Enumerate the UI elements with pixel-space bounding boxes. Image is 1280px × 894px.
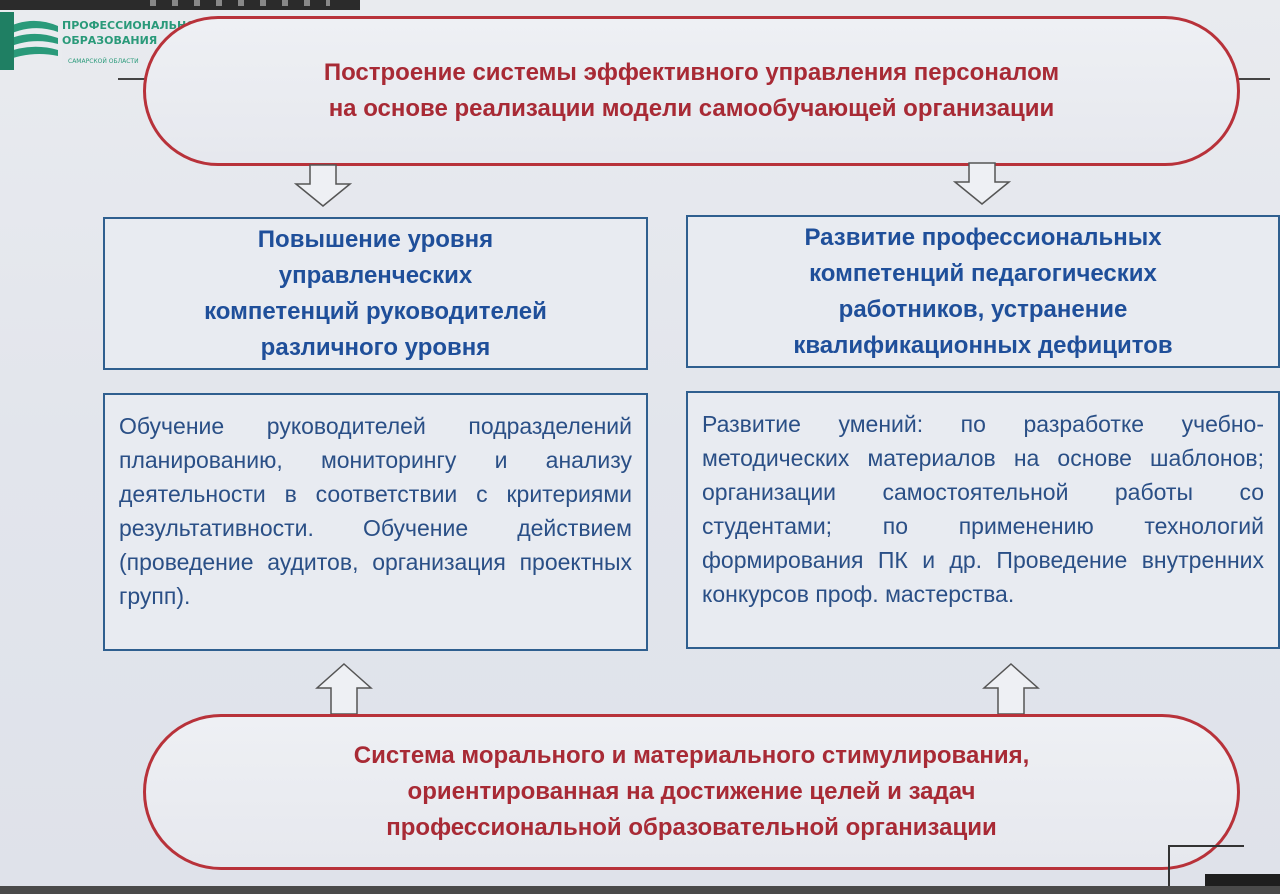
top-goal-text: Построение системы эффективного управлен… [323, 59, 1060, 122]
bottom-basis-text: Система морального и материального стиму… [353, 742, 1030, 841]
top-right-rule [1238, 78, 1270, 80]
right-title-box: Развитие профессиональных компетенций пе… [686, 215, 1280, 368]
top-goal-pill: Построение системы эффективного управлен… [143, 16, 1240, 166]
left-title-text: Повышение уровня управленческих компетен… [204, 225, 547, 361]
bottom-basis-pill: Система морального и материального стиму… [143, 714, 1240, 870]
logo-line2: ОБРАЗОВАНИЯ [62, 34, 158, 47]
logo-text: ПРОФЕССИОНАЛЬНОЕ ОБРАЗОВАНИЯ [62, 18, 203, 48]
bottom-dark-strip [0, 886, 1280, 894]
logo-subtitle: САМАРСКОЙ ОБЛАСТИ [68, 58, 139, 65]
logo: ПРОФЕССИОНАЛЬНОЕ ОБРАЗОВАНИЯ САМАРСКОЙ О… [0, 12, 203, 72]
down-arrow-left-icon [294, 164, 352, 207]
right-title-text: Развитие профессиональных компетенций пе… [793, 223, 1173, 359]
logo-line1: ПРОФЕССИОНАЛЬНОЕ [62, 19, 204, 32]
corner-mark [1168, 845, 1244, 894]
up-arrow-right-icon [982, 662, 1040, 715]
up-arrow-left-icon [315, 662, 373, 715]
left-title-box: Повышение уровня управленческих компетен… [103, 217, 648, 370]
left-body-text: Обучение руководителей подразделений пла… [119, 413, 632, 609]
top-left-rule [118, 78, 148, 80]
right-body-text: Развитие умений: по разработке учебно-ме… [702, 411, 1264, 607]
left-body-box: Обучение руководителей подразделений пла… [103, 393, 648, 651]
down-arrow-right-icon [953, 162, 1011, 205]
top-strip-dots [150, 0, 330, 6]
right-body-box: Развитие умений: по разработке учебно-ме… [686, 391, 1280, 649]
leaf-logo-icon [0, 12, 62, 70]
